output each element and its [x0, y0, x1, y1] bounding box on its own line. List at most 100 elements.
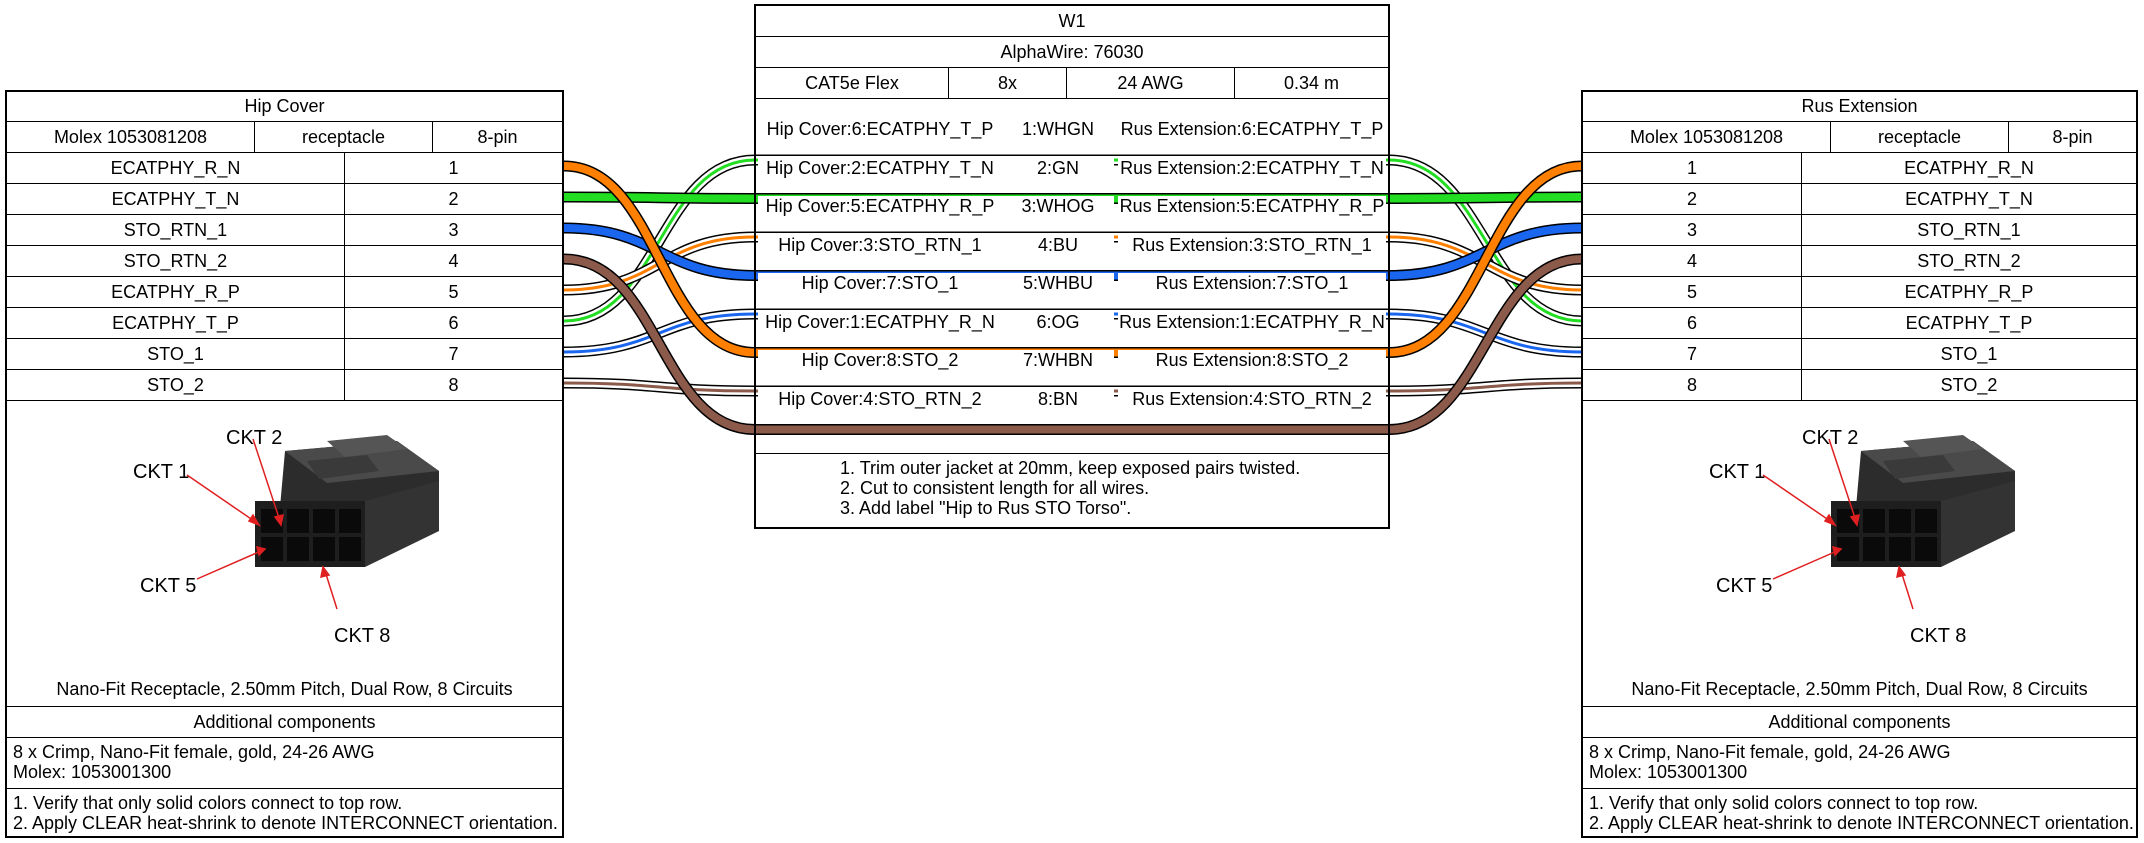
wire-right-label: Rus Extension:8:STO_2 — [1118, 350, 1386, 371]
callout-ckt5: CKT 5 — [140, 575, 197, 597]
pin-number: 7 — [1583, 339, 1802, 369]
pin-label: STO_2 — [7, 370, 345, 400]
connector-body-graphic — [1831, 435, 2015, 567]
pin-number: 4 — [448, 250, 459, 271]
connector-right: Rus Extension Molex 1053081208 receptacl… — [1581, 90, 2138, 838]
pin-label: ECATPHY_R_N — [1904, 157, 2034, 178]
wire-body — [563, 255, 1583, 434]
wire-color-label: 4:BU — [1002, 234, 1114, 256]
pin-label: STO_RTN_2 — [7, 246, 345, 276]
wire-left-label: Hip Cover:8:STO_2 — [758, 350, 1002, 371]
wire-left-label: Hip Cover:4:STO_RTN_2 — [758, 388, 1002, 410]
connector-title-row: Rus Extension — [1583, 92, 2136, 122]
cable-note-line: 1. Trim outer jacket at 20mm, keep expos… — [840, 458, 1301, 478]
pin-label: STO_1 — [1940, 343, 1998, 364]
wire-left-label: Hip Cover:6:ECATPHY_T_P — [758, 119, 1002, 140]
connector-part: Molex 1053081208 — [7, 122, 255, 152]
wire-color-label: 5:WHBU — [1002, 273, 1114, 294]
callout-ckt2: CKT 2 — [226, 427, 283, 449]
callout-arrows — [1762, 438, 1914, 610]
pin-label: ECATPHY_T_P — [1905, 312, 2033, 333]
connector-name: Rus Extension — [1801, 96, 1918, 116]
additional-line: 8 x Crimp, Nano-Fit female, gold, 24-26 … — [1589, 742, 1951, 762]
cable-box: W1 AlphaWire: 76030 CAT5e Flex 8x 24 AWG… — [754, 4, 1390, 529]
connector-left: Hip Cover Molex 1053081208 receptacle 8-… — [5, 90, 564, 838]
connector-photo — [1762, 435, 2015, 610]
pin-label: ECATPHY_R_P — [7, 277, 345, 307]
pin-number: 8 — [448, 374, 459, 395]
connector-caption: Nano-Fit Receptacle, 2.50mm Pitch, Dual … — [1631, 679, 2088, 699]
callout-ckt1: CKT 1 — [1709, 461, 1766, 483]
wire-right-label: Rus Extension:7:STO_1 — [1118, 273, 1386, 294]
wire-color-label: 7:WHBN — [1002, 350, 1114, 371]
connector-gender: receptacle — [1831, 122, 2009, 152]
pin-label: STO_2 — [1940, 374, 1998, 395]
additional-line: Molex: 1053001300 — [1589, 762, 1748, 782]
connector-part: Molex 1053081208 — [1583, 122, 1831, 152]
cable-type: CAT5e Flex — [756, 68, 949, 98]
cable-note-line: 2. Cut to consistent length for all wire… — [840, 478, 1150, 498]
pin-row: 1 ECATPHY_R_N — [1583, 153, 2136, 184]
connector-caption: Nano-Fit Receptacle, 2.50mm Pitch, Dual … — [56, 679, 513, 699]
cable-spec-row: CAT5e Flex 8x 24 AWG 0.34 m — [756, 68, 1388, 99]
cable-part: AlphaWire: 76030 — [1000, 41, 1144, 62]
wire-color-label: 3:WHOG — [1002, 196, 1114, 217]
additional-components: 8 x Crimp, Nano-Fit female, gold, 24-26 … — [1583, 738, 2136, 789]
additional-line: 8 x Crimp, Nano-Fit female, gold, 24-26 … — [13, 742, 375, 762]
connector-body-graphic — [255, 435, 439, 567]
wire-right-label: Rus Extension:1:ECATPHY_R_N — [1118, 311, 1386, 333]
cable-notes: 1. Trim outer jacket at 20mm, keep expos… — [756, 453, 1388, 525]
wire-color-label: 1:WHGN — [1002, 119, 1114, 140]
pin-number: 6 — [448, 312, 459, 333]
note-line: 2. Apply CLEAR heat-shrink to denote INT… — [13, 813, 558, 833]
wire-color-label: 8:BN — [1002, 388, 1114, 410]
wire-left-label: Hip Cover:7:STO_1 — [758, 273, 1002, 294]
wire — [563, 253, 1583, 435]
additional-title-row: Additional components — [7, 707, 562, 738]
cable-gauge: 24 AWG — [1067, 68, 1235, 98]
callout-arrows — [186, 438, 338, 610]
pin-label: STO_RTN_1 — [1917, 219, 2021, 240]
cable-title-row: W1 — [756, 6, 1388, 37]
additional-line: Molex: 1053001300 — [13, 762, 172, 782]
pin-label: ECATPHY_R_P — [1904, 281, 2034, 302]
pin-number: 6 — [1583, 308, 1802, 338]
connector-title-row: Hip Cover — [7, 92, 562, 122]
pin-row: 6 ECATPHY_T_P — [1583, 308, 2136, 339]
note-line: 1. Verify that only solid colors connect… — [1589, 793, 1979, 813]
pin-label: ECATPHY_T_N — [1905, 188, 2033, 209]
pin-row: 2 ECATPHY_T_N — [1583, 184, 2136, 215]
callout-ckt8: CKT 8 — [1910, 625, 1967, 647]
pin-number: 3 — [1583, 215, 1802, 245]
connector-photo — [186, 435, 439, 610]
wire-left-label: Hip Cover:2:ECATPHY_T_N — [758, 157, 1002, 179]
connector-gender: receptacle — [255, 122, 433, 152]
wire-left-label: Hip Cover:1:ECATPHY_R_N — [758, 311, 1002, 333]
pin-number: 2 — [1583, 184, 1802, 214]
pin-number: 5 — [448, 281, 459, 302]
pin-number: 1 — [1583, 153, 1802, 183]
additional-title-row: Additional components — [1583, 707, 2136, 738]
wire-color-label: 6:OG — [1002, 311, 1114, 333]
pin-label: ECATPHY_T_N — [7, 184, 345, 214]
wire-left-label: Hip Cover:5:ECATPHY_R_P — [758, 196, 1002, 217]
pin-number: 2 — [448, 188, 459, 209]
cable-note-line: 3. Add label "Hip to Rus STO Torso". — [840, 498, 1132, 518]
cable-part-row: AlphaWire: 76030 — [756, 37, 1388, 68]
connector-notes: 1. Verify that only solid colors connect… — [1583, 789, 2136, 837]
callout-ckt5: CKT 5 — [1716, 575, 1773, 597]
pin-row: STO_2 8 — [7, 370, 562, 401]
additional-title: Additional components — [193, 711, 376, 732]
cable-length: 0.34 m — [1283, 72, 1340, 93]
connector-spec-row: Molex 1053081208 receptacle 8-pin — [1583, 122, 2136, 153]
